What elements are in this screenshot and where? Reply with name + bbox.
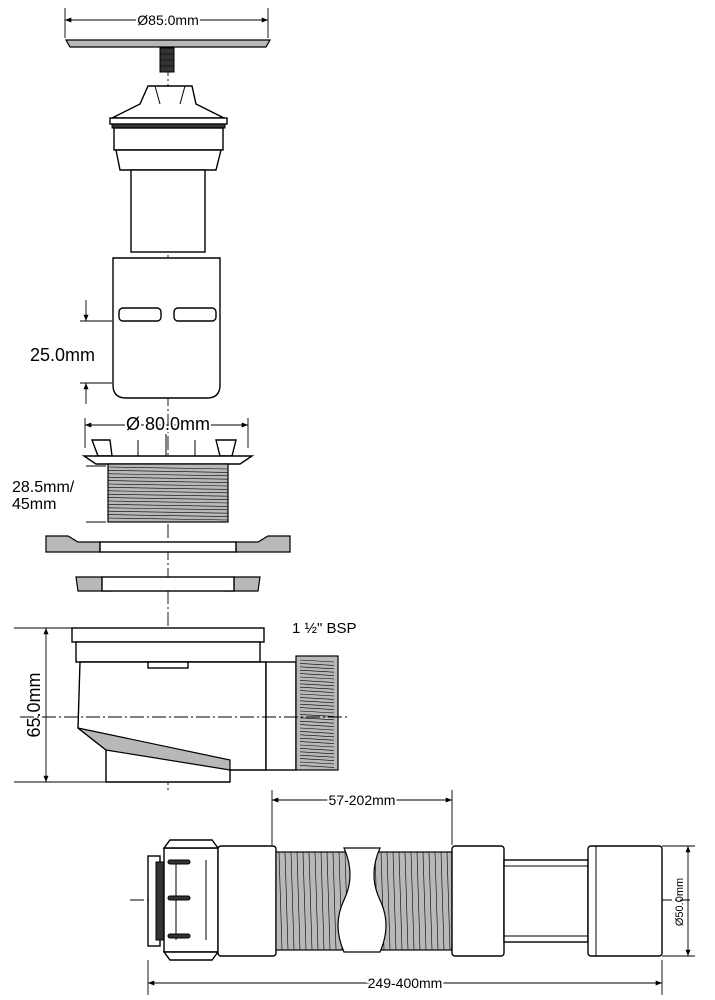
hose-rib [332, 851, 337, 951]
hose-rib [404, 851, 409, 951]
hose-rib [410, 851, 415, 951]
upper-body [109, 85, 228, 253]
flexible-hose: 57-202mm Ø50.0mm 249-400mm [130, 790, 695, 995]
thread-rib [299, 666, 335, 670]
hose-rib [446, 851, 451, 951]
thread-rib [299, 754, 335, 758]
thread-rib [299, 765, 335, 768]
hose-rib [308, 851, 313, 951]
thread-rib [299, 659, 335, 663]
thread-rib [107, 507, 229, 511]
thread-rib [107, 470, 229, 473]
thread-rib [107, 493, 229, 497]
thread-rib [299, 663, 335, 666]
thread-rib [299, 673, 335, 676]
flange-thread-ribs [107, 466, 229, 521]
hose-rib [326, 851, 331, 951]
thread-rib [107, 504, 229, 507]
thread-rib [299, 710, 335, 714]
thread-rib [107, 473, 229, 477]
hose-extension-label: 57-202mm [329, 792, 396, 808]
hose-rib [302, 851, 307, 951]
thread-rib [299, 676, 335, 680]
thread-rib [299, 758, 335, 761]
cap-diameter-label: Ø85.0mm [137, 12, 198, 28]
thread-rib [299, 724, 335, 727]
thread-rib [299, 734, 335, 738]
flange-diameter-label: Ø 80.0mm [126, 414, 210, 434]
slot-height-label: 25.0mm [30, 345, 95, 365]
thread-rib [299, 761, 335, 765]
thread-rib [299, 697, 335, 700]
thread-rib [299, 690, 335, 693]
hose-rib [392, 851, 397, 951]
hose-rib [434, 851, 439, 951]
trap-thread-ribs [299, 659, 335, 768]
hose-diameter-label: Ø50.0mm [674, 878, 686, 926]
thread-rib [299, 717, 335, 721]
thread-length-label-line2: 45mm [12, 496, 56, 513]
thread-rib [107, 500, 229, 504]
thread-rib [107, 476, 229, 480]
thread-rib [107, 514, 229, 517]
thread-rib [299, 741, 335, 744]
thread-rib [107, 466, 229, 470]
thread-rib [299, 703, 335, 707]
thread-rib [107, 497, 229, 500]
slotted-insert: 25.0mm [30, 257, 221, 404]
thread-rib [299, 693, 335, 697]
total-length-label: 249-400mm [368, 975, 443, 991]
hose-corrugation [278, 851, 451, 951]
thread-rib [107, 483, 229, 487]
thread-rib [299, 669, 335, 673]
hose-rib [440, 851, 445, 951]
trap-height-label: 65.0mm [24, 672, 44, 737]
thread-rib [107, 517, 229, 521]
thread-rib [299, 737, 335, 741]
thread-rib [299, 748, 335, 751]
thread-rib [107, 480, 229, 483]
hose-rib [320, 851, 325, 951]
hose-rib [386, 851, 391, 951]
thread-rib [107, 490, 229, 494]
thread-rib [107, 510, 229, 514]
hose-rib [428, 851, 433, 951]
thread-rib [299, 707, 335, 710]
thread-rib [299, 727, 335, 731]
thread-rib [299, 686, 335, 690]
thread-rib [299, 700, 335, 704]
thread-rib [299, 683, 335, 687]
flange-and-thread: Ø 80.0mm 28.5mm/ 45mm [12, 412, 255, 523]
hose-rib [416, 851, 421, 951]
thread-rib [299, 751, 335, 755]
thread-length-label-line1: 28.5mm/ [12, 479, 75, 496]
hose-rib [284, 851, 289, 951]
rubber-gasket [75, 576, 261, 592]
thread-rib [299, 720, 335, 724]
hose-rib [296, 851, 301, 951]
thread-rib [299, 731, 335, 734]
hose-rib [290, 851, 295, 951]
thread-rib [299, 680, 335, 683]
hose-rib [278, 851, 283, 951]
sealing-washer [45, 535, 291, 553]
thread-spec-label: 1 ½" BSP [292, 620, 357, 637]
cover-cap: Ø85.0mm [64, 8, 272, 73]
thread-rib [299, 714, 335, 717]
thread-rib [299, 744, 335, 748]
hose-rib [314, 851, 319, 951]
thread-rib [107, 487, 229, 490]
hose-rib [422, 851, 427, 951]
trap-body: 1 ½" BSP 65.0mm [14, 620, 357, 783]
hose-rib [398, 851, 403, 951]
